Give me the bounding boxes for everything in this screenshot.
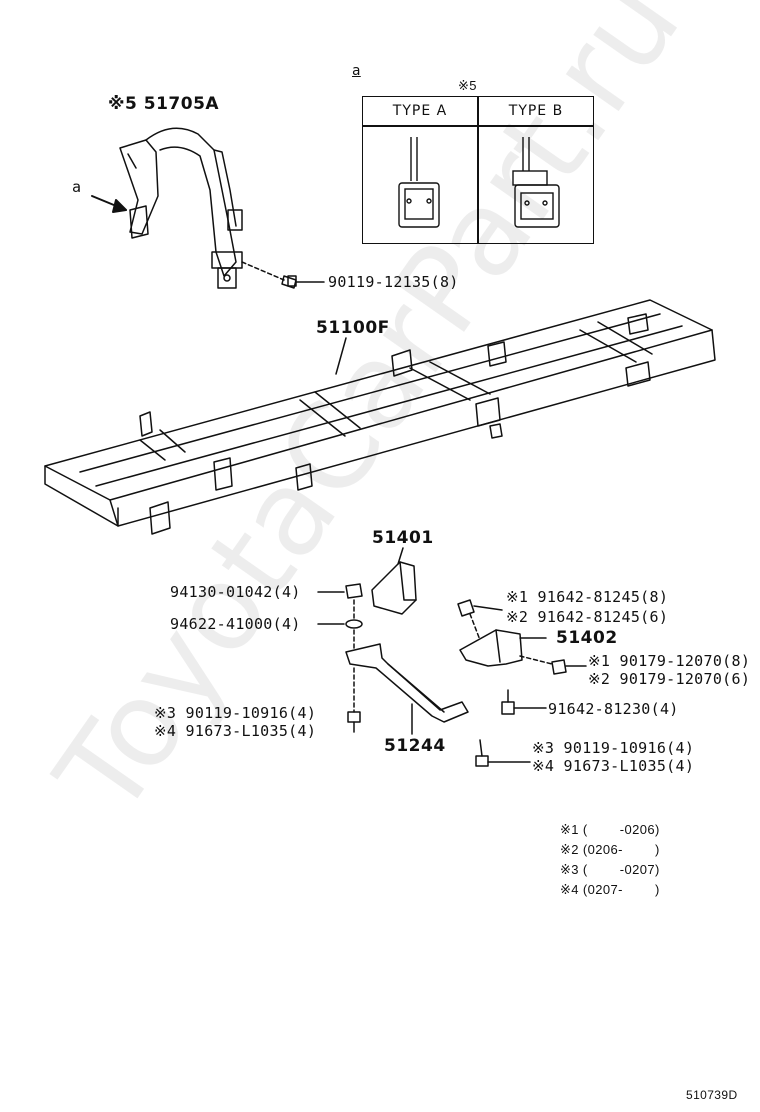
part-90119-10916-right-label: ※3 90119-10916(4) — [532, 739, 695, 757]
part-91673-l1035-right-label: ※4 91673-L1035(4) — [532, 757, 695, 775]
footnote-2: ※2 (0206- ) — [560, 842, 660, 857]
washer-94622-drawing — [317, 599, 363, 629]
part-94130-01042-label: 94130-01042(4) — [170, 583, 301, 601]
type-b-header: TYPE B — [508, 103, 564, 119]
bolt-91642-81245-drawing — [457, 599, 503, 641]
bracket-51244-drawing — [345, 629, 469, 735]
diagram-id: 510739D — [686, 1088, 738, 1102]
view-arrow-a-label: a — [72, 178, 82, 196]
type-illustrations — [398, 137, 560, 228]
crossmember-51705a-drawing — [119, 127, 243, 289]
part-51401-label: 51401 — [372, 528, 434, 548]
type-comparison-table: TYPE A TYPE B — [362, 96, 594, 244]
bolt-91642-81230-drawing — [501, 689, 547, 715]
part-91642-81230-label: 91642-81230(4) — [548, 700, 679, 718]
part-51100f-label: 51100F — [316, 318, 390, 338]
nut-90179-12070-drawing — [519, 655, 587, 675]
nut-94130-drawing — [317, 583, 363, 599]
bracket-51402-drawing — [459, 629, 547, 667]
part-90119-10916-left-label: ※3 90119-10916(4) — [154, 704, 317, 722]
type-a-header: TYPE A — [392, 103, 448, 119]
part-51244-label: 51244 — [384, 736, 446, 756]
footnote-3: ※3 ( -0207) — [560, 862, 660, 877]
part-51705a-label: ※5 51705A — [108, 94, 220, 114]
inset-view-marker: a — [352, 63, 361, 79]
table-divider — [477, 97, 479, 243]
table-header-rule — [363, 125, 593, 127]
part-91673-l1035-left-label: ※4 91673-L1035(4) — [154, 722, 317, 740]
part-51402-label: 51402 — [556, 628, 618, 648]
footnote-4: ※4 (0207- ) — [560, 882, 660, 897]
part-90179-12070-2-label: ※2 90179-12070(6) — [588, 670, 751, 688]
bracket-51401-drawing — [371, 547, 417, 615]
bolt-90119-12135-drawing — [241, 261, 297, 289]
part-90179-12070-1-label: ※1 90179-12070(8) — [588, 652, 751, 670]
part-91642-81245-2-label: ※2 91642-81245(6) — [506, 608, 669, 626]
bolt-right-drawing — [475, 739, 531, 767]
part-90119-12135-label: 90119-12135(8) — [328, 273, 459, 291]
part-91642-81245-1-label: ※1 91642-81245(8) — [506, 588, 669, 606]
part-94622-41000-label: 94622-41000(4) — [170, 615, 301, 633]
frame-51100f-drawing — [44, 299, 716, 535]
view-arrow-a — [91, 195, 127, 213]
footnote-1: ※1 ( -0206) — [560, 822, 660, 837]
inset-note-marker: ※5 — [458, 78, 477, 93]
bolt-left-drawing — [347, 711, 361, 733]
